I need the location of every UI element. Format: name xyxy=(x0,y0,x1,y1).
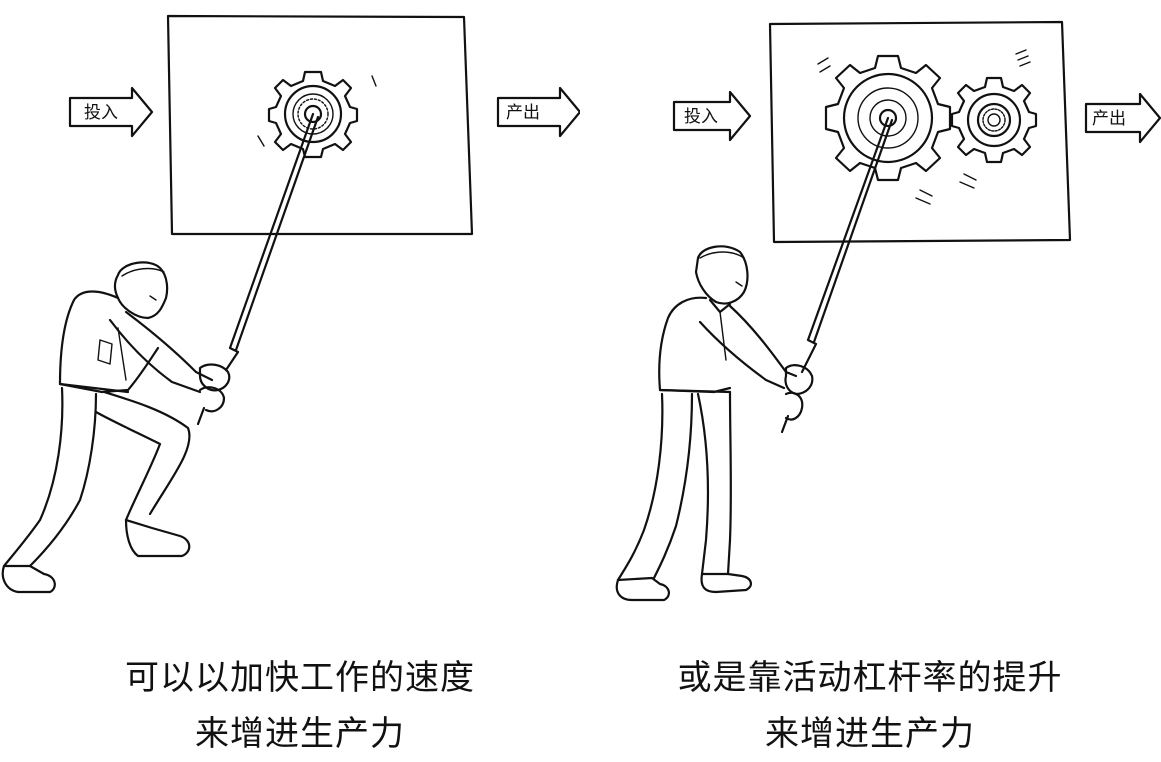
motion-mark xyxy=(959,173,977,189)
right-illustration: 投入 产出 xyxy=(580,0,1161,640)
motion-mark xyxy=(257,135,265,147)
motion-mark xyxy=(915,189,933,205)
motion-mark xyxy=(371,75,377,87)
motion-mark xyxy=(1015,49,1031,67)
left-caption-line1: 可以以加快工作的速度 xyxy=(125,658,475,698)
input-arrow: 投入 xyxy=(672,90,752,142)
output-arrow-label: 产出 xyxy=(1092,109,1126,129)
input-arrow-label: 投入 xyxy=(84,103,118,123)
crank-lever xyxy=(800,116,894,374)
left-caption-line2: 来增进生产力 xyxy=(195,714,405,754)
worker-figure-relaxed xyxy=(615,245,814,602)
output-arrow: 产出 xyxy=(1084,92,1161,144)
input-arrow: 投入 xyxy=(68,86,154,138)
input-arrow-label: 投入 xyxy=(684,107,718,127)
right-caption: 或是靠活动杠杆率的提升 来增进生产力 xyxy=(600,650,1140,762)
output-arrow: 产出 xyxy=(496,86,580,138)
left-caption: 可以以加快工作的速度 来增进生产力 xyxy=(40,650,560,762)
right-caption-line1: 或是靠活动杠杆率的提升 xyxy=(677,658,1063,698)
output-arrow-label: 产出 xyxy=(506,103,540,123)
right-caption-line2: 来增进生产力 xyxy=(765,714,975,754)
worker-figure-straining xyxy=(1,261,231,594)
crank-lever xyxy=(224,112,320,372)
small-gear-icon xyxy=(950,76,1038,164)
machine-box xyxy=(768,20,1072,244)
left-illustration: 投入 产出 xyxy=(0,0,580,640)
motion-mark xyxy=(817,57,831,73)
left-illustration-svg: 投入 产出 xyxy=(1,14,580,594)
right-illustration-svg: 投入 产出 xyxy=(615,20,1161,602)
machine-box xyxy=(166,14,474,236)
